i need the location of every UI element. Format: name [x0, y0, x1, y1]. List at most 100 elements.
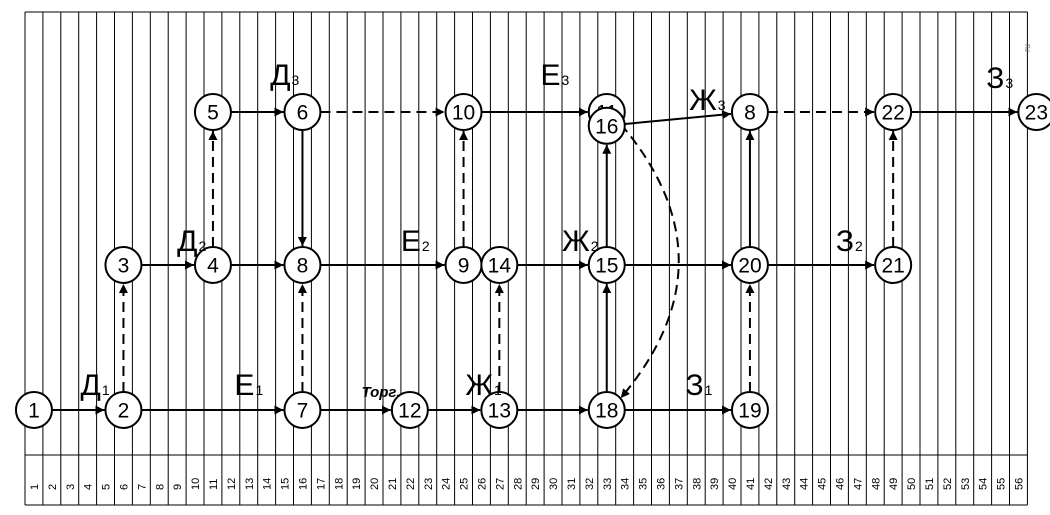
- scale-tick-label: 25: [459, 478, 471, 490]
- node-circle: [283, 246, 322, 284]
- edges-layer: [51, 107, 1018, 415]
- node-label: 12: [398, 400, 421, 423]
- edge-label-subscript: 1: [255, 382, 263, 398]
- scale-tick-label: 41: [745, 478, 757, 490]
- node-n6: 6: [283, 93, 322, 131]
- node-n21: 21: [874, 246, 913, 284]
- scale-tick-label: 27: [494, 478, 506, 490]
- scale-tick-label: 28: [512, 478, 524, 490]
- node-n18: 18: [587, 391, 626, 429]
- scale-tick-label: 50: [906, 478, 918, 490]
- node-label: 18: [595, 400, 618, 423]
- scale-tick-label: 48: [870, 478, 882, 490]
- node-circle: [193, 93, 232, 131]
- scale-tick-label: 21: [387, 478, 399, 490]
- node-label: 16: [595, 115, 618, 138]
- scale-tick-label: 2: [47, 484, 59, 490]
- edge-label-text: Д: [270, 59, 290, 92]
- scale-tick-label: 52: [942, 478, 954, 490]
- scale-tick-label: 45: [817, 478, 829, 490]
- node-label: 19: [738, 400, 761, 423]
- node-circle: [444, 93, 483, 131]
- node-n1: 1: [14, 391, 53, 429]
- scale-tick-label: 17: [315, 478, 327, 490]
- scale-tick-label: 31: [566, 478, 578, 490]
- scale-tick-label: 55: [996, 478, 1008, 490]
- node-n4: 4: [193, 246, 232, 284]
- edge-label-text: Ж: [689, 84, 717, 117]
- edge-label-text: Ж: [465, 369, 493, 402]
- node-label: 21: [881, 255, 904, 278]
- node-circle: [14, 391, 53, 429]
- edge-label-text: З: [686, 369, 704, 402]
- node-circle: [104, 246, 143, 284]
- edge-label-text: Е: [401, 225, 421, 258]
- scale-tick-label: 46: [834, 478, 846, 490]
- edge-label-text: Д: [80, 369, 100, 402]
- node-n16: 16: [587, 106, 626, 145]
- edge-label-subscript: 2: [591, 238, 599, 254]
- node-n10: 10: [444, 93, 483, 131]
- scale-tick-label: 56: [1013, 478, 1025, 490]
- edge-label-subscript: 3: [562, 72, 570, 88]
- node-n14: 14: [480, 246, 519, 284]
- scale-tick-label: 53: [960, 478, 972, 490]
- node-circle: [730, 246, 769, 284]
- scale-tick-label: 3: [65, 484, 77, 490]
- scale-tick-label: 18: [333, 478, 345, 490]
- node-circle: [587, 246, 626, 284]
- edge-label-subscript: 2: [422, 238, 430, 254]
- node-circle: [1017, 93, 1050, 131]
- edge-label-torg: Торг.: [362, 384, 401, 401]
- scale-tick-label: 10: [190, 478, 202, 490]
- node-n22: 22: [874, 93, 913, 131]
- node-label: 3: [118, 255, 130, 278]
- node-n9: 9: [444, 246, 483, 284]
- edge-label-subscript: 2: [198, 238, 206, 254]
- curved-edge-n11-n18: [619, 123, 680, 399]
- scale-tick-label: 23: [423, 478, 435, 490]
- edge-label-text: Е: [234, 369, 254, 402]
- corner-mark: ru: [1022, 44, 1032, 52]
- edge-label-text: Д: [177, 225, 197, 258]
- node-n20: 20: [730, 246, 769, 284]
- scale-tick-label: 6: [118, 484, 130, 490]
- edge-label-text: З: [986, 62, 1004, 95]
- scale-tick-label: 15: [280, 478, 292, 490]
- scale-tick-label: 29: [530, 478, 542, 490]
- node-label: 9: [458, 255, 470, 278]
- scale-tick-label: 36: [655, 478, 667, 490]
- node-circle: [104, 391, 143, 429]
- node-n8a: 8: [283, 246, 322, 284]
- scale-tick-label: 42: [763, 478, 775, 490]
- node-circle: [283, 93, 322, 131]
- scale-tick-label: 22: [405, 478, 417, 490]
- scale-tick-label: 12: [226, 478, 238, 490]
- scale-tick-label: 49: [888, 478, 900, 490]
- scale-tick-label: 7: [136, 484, 148, 490]
- scale-tick-label: 19: [351, 478, 363, 490]
- node-label: 2: [118, 400, 130, 423]
- node-label: 1: [28, 400, 40, 423]
- edge-label-subscript: 1: [494, 382, 502, 398]
- edge-label-subscript: 3: [1005, 75, 1013, 91]
- edge-label-subscript: 1: [705, 382, 713, 398]
- scale-tick-label: 44: [799, 478, 811, 490]
- node-n15: 15: [587, 246, 626, 284]
- scale-tick-label: 51: [924, 478, 936, 490]
- scale-tick-label: 11: [208, 479, 220, 490]
- nodes-layer: 123456781091412131116151882019222123: [14, 93, 1050, 429]
- node-n19: 19: [730, 391, 769, 429]
- scale-tick-label: 24: [441, 478, 453, 490]
- scale-tick-label: 16: [297, 478, 309, 490]
- scale-tick-label: 40: [727, 478, 739, 490]
- edge-label-text: З: [836, 225, 854, 258]
- scale-tick-label: 14: [262, 478, 274, 490]
- node-label: 7: [297, 400, 309, 423]
- node-circle: [193, 246, 232, 284]
- edge-n16-n8b: [624, 110, 732, 126]
